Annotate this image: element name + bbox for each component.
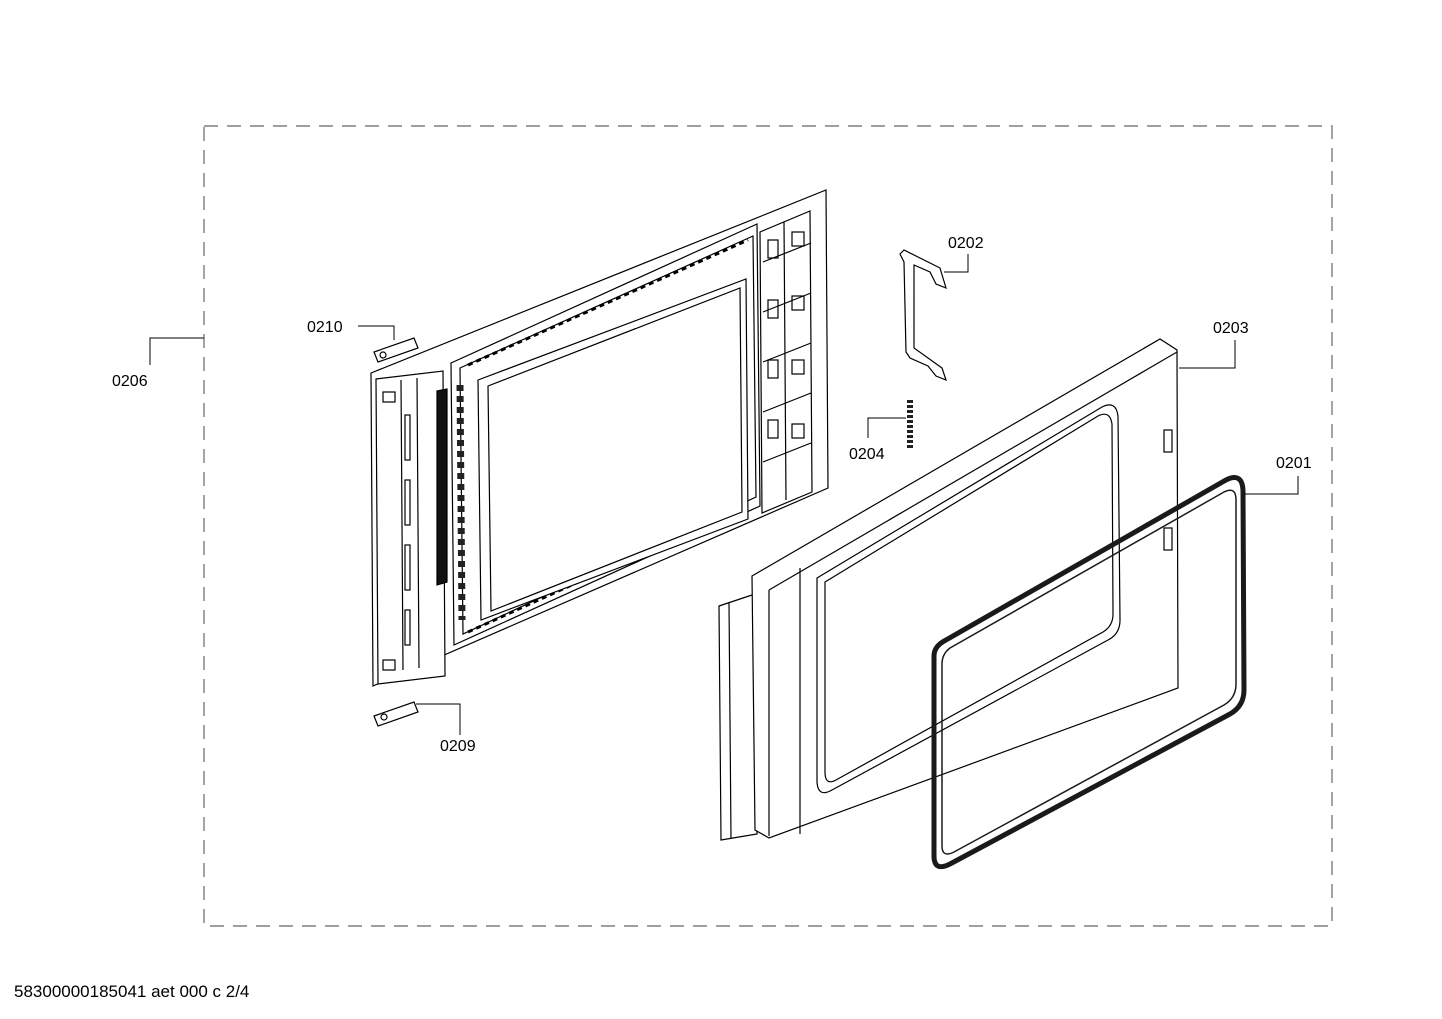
document-code: 58300000185041 aet 000 c 2/4 bbox=[14, 982, 250, 1001]
leader-0204 bbox=[867, 417, 906, 438]
leader-0209 bbox=[416, 703, 461, 735]
assembly-boundary-dashed bbox=[203, 125, 1333, 927]
inner-door-panel bbox=[370, 189, 829, 687]
leader-0206 bbox=[149, 337, 204, 365]
leader-0210 bbox=[358, 325, 395, 340]
callout-0202: 0202 bbox=[948, 235, 984, 252]
hinge-plate-top bbox=[373, 337, 419, 363]
leader-0202 bbox=[944, 254, 969, 273]
window-gasket bbox=[931, 475, 1247, 870]
callout-0210: 0210 bbox=[307, 319, 343, 336]
outer-door bbox=[718, 338, 1179, 841]
hinge-plate-bottom bbox=[373, 701, 419, 727]
leader-0203 bbox=[1179, 340, 1236, 369]
door-hook bbox=[899, 249, 947, 382]
callout-0203: 0203 bbox=[1213, 320, 1249, 337]
callout-0209: 0209 bbox=[440, 738, 476, 755]
leader-lines bbox=[149, 254, 1299, 735]
callout-0204: 0204 bbox=[849, 446, 885, 463]
leader-0201 bbox=[1244, 476, 1299, 495]
callout-0206: 0206 bbox=[112, 373, 148, 390]
callout-0201: 0201 bbox=[1276, 455, 1312, 472]
